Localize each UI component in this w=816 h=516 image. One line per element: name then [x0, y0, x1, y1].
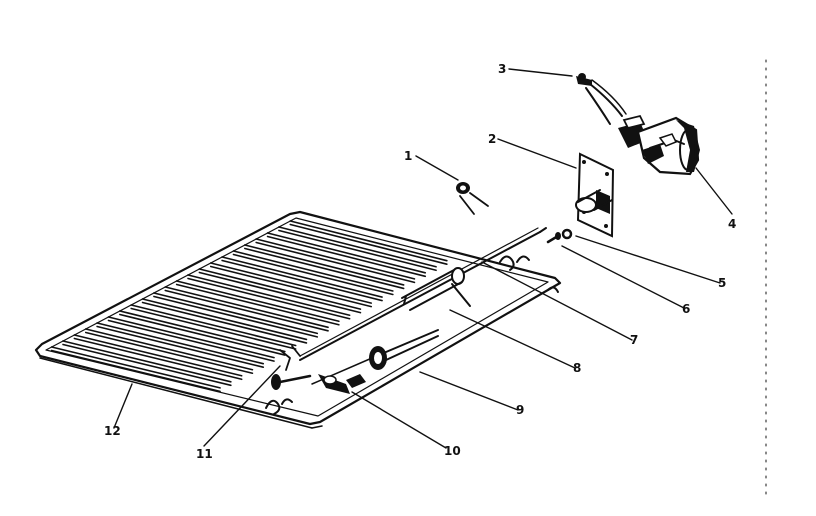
rack-wire: [50, 346, 221, 389]
rack-wire: [62, 340, 232, 383]
rack-wire: [153, 295, 319, 338]
rack-wire: [130, 307, 297, 350]
knob-part-1: [456, 182, 489, 215]
rack-wire: [164, 289, 329, 332]
rack-wire: [62, 343, 232, 387]
rack-wire: [244, 247, 405, 290]
rack-wires: [50, 220, 448, 393]
callout-9: 9: [516, 403, 524, 417]
rack-wire: [175, 280, 340, 323]
rack-wire: [187, 277, 351, 320]
handle-knob-part-11: [271, 345, 312, 390]
rack-wire: [278, 226, 437, 268]
spit-fork-part-8: [401, 267, 471, 311]
callout-8: 8: [573, 361, 581, 375]
spit-rod-part-7: [299, 227, 547, 361]
screw-part-6: [546, 232, 561, 244]
rack-wire: [96, 322, 265, 365]
rack-wire: [175, 283, 340, 326]
rack-wire: [289, 223, 448, 266]
rack-wire: [50, 349, 221, 393]
callout-12: 12: [104, 424, 121, 438]
rack-wire: [164, 286, 329, 329]
callout-10: 10: [444, 444, 461, 458]
rack-wire: [153, 292, 319, 335]
rack-wire: [187, 274, 351, 317]
callout-3: 3: [498, 62, 506, 76]
rack-wire: [130, 304, 297, 347]
rack-wire: [289, 220, 448, 262]
rack-wire: [84, 331, 254, 375]
callout-6: 6: [682, 302, 690, 316]
rack-wire: [119, 313, 286, 356]
rack-wire: [198, 271, 362, 314]
motor-bracket-part-2: [575, 152, 615, 238]
callout-1: 1: [404, 149, 412, 163]
rack-wire: [244, 244, 405, 286]
callout-11: 11: [196, 447, 213, 461]
rack-wire: [96, 325, 265, 368]
washer-part-5: [561, 228, 573, 240]
leader-lines: [113, 68, 733, 449]
rack-wire: [107, 316, 275, 359]
rack-wire: [266, 235, 427, 278]
rack-wire: [119, 310, 286, 353]
rack-wire: [84, 328, 254, 371]
rack-wire: [232, 250, 394, 292]
rack-wire: [107, 319, 275, 362]
rack-wire: [221, 256, 383, 298]
rack-wire: [141, 301, 308, 344]
handle-part-10: [318, 374, 366, 394]
callout-4: 4: [728, 217, 736, 231]
callout-labels: 1 2 3 4 5 6 7 8 9 10 11 12: [104, 62, 736, 461]
rack-wire: [73, 337, 243, 381]
plug-part-3: [576, 73, 627, 125]
rack-wire: [209, 265, 373, 308]
rack-wire: [255, 241, 416, 284]
callout-7: 7: [630, 333, 638, 347]
rack-wire: [209, 262, 373, 304]
callout-5: 5: [718, 276, 726, 290]
rack-wire: [255, 238, 416, 280]
rack-wire: [232, 253, 394, 296]
rack-hooks: [265, 255, 559, 415]
rack-wire: [198, 268, 362, 310]
oven-rack: [34, 210, 562, 429]
rack-wire: [141, 298, 308, 341]
rack-wire: [278, 229, 437, 272]
callout-2: 2: [488, 132, 496, 146]
rotisserie-motor-part-4: [618, 114, 700, 176]
rack-wire: [221, 259, 383, 302]
rack-wire: [266, 232, 427, 274]
rack-wire: [73, 334, 243, 377]
